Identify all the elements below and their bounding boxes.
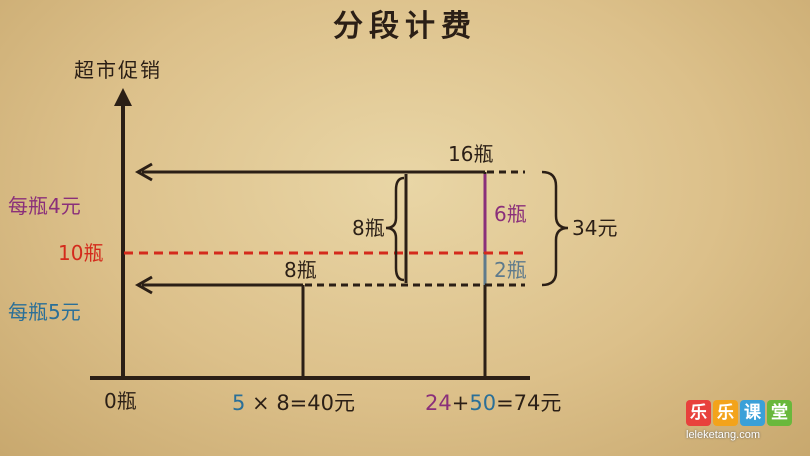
y-axis-label: 超市促销 xyxy=(74,58,162,82)
logo-char-3: 课 xyxy=(740,400,765,426)
formula-right: 24+50=74元 xyxy=(425,393,561,414)
logo-chars: 乐 乐 课 堂 xyxy=(686,400,792,426)
formula-left-five: 5 xyxy=(232,391,246,415)
label-6-bottles: 6瓶 xyxy=(494,202,527,226)
brace-34 xyxy=(541,170,569,287)
brace-8 xyxy=(385,176,405,282)
label-price-5: 每瓶5元 xyxy=(8,300,81,324)
low-arrow-head xyxy=(134,275,153,295)
label-2-bottles: 2瓶 xyxy=(494,258,527,282)
brand-logo: 乐 乐 课 堂 leleketang.com xyxy=(686,400,798,444)
logo-char-1: 乐 xyxy=(686,400,711,426)
label-8-bottles-bracket: 8瓶 xyxy=(352,216,385,240)
formula-right-rest: =74元 xyxy=(496,391,562,415)
logo-char-4: 堂 xyxy=(767,400,792,426)
label-34-yuan: 34元 xyxy=(572,216,618,240)
label-10-bottles: 10瓶 xyxy=(58,241,104,265)
label-8-bottles: 8瓶 xyxy=(284,258,317,282)
formula-right-24: 24 xyxy=(425,391,452,415)
top-arrow-head xyxy=(134,162,153,182)
logo-char-2: 乐 xyxy=(713,400,738,426)
label-price-4: 每瓶4元 xyxy=(8,194,81,218)
formula-left: 5 × 8=40元 xyxy=(232,393,355,414)
logo-url: leleketang.com xyxy=(686,429,760,441)
formula-right-50: 50 xyxy=(469,391,497,415)
label-zero: 0瓶 xyxy=(104,389,137,413)
y-axis-arrow xyxy=(114,88,132,106)
label-16-bottles: 16瓶 xyxy=(448,142,494,166)
title: 分段计费 xyxy=(333,9,477,44)
formula-left-rest: × 8=40元 xyxy=(245,391,355,415)
formula-right-plus: + xyxy=(451,391,470,415)
